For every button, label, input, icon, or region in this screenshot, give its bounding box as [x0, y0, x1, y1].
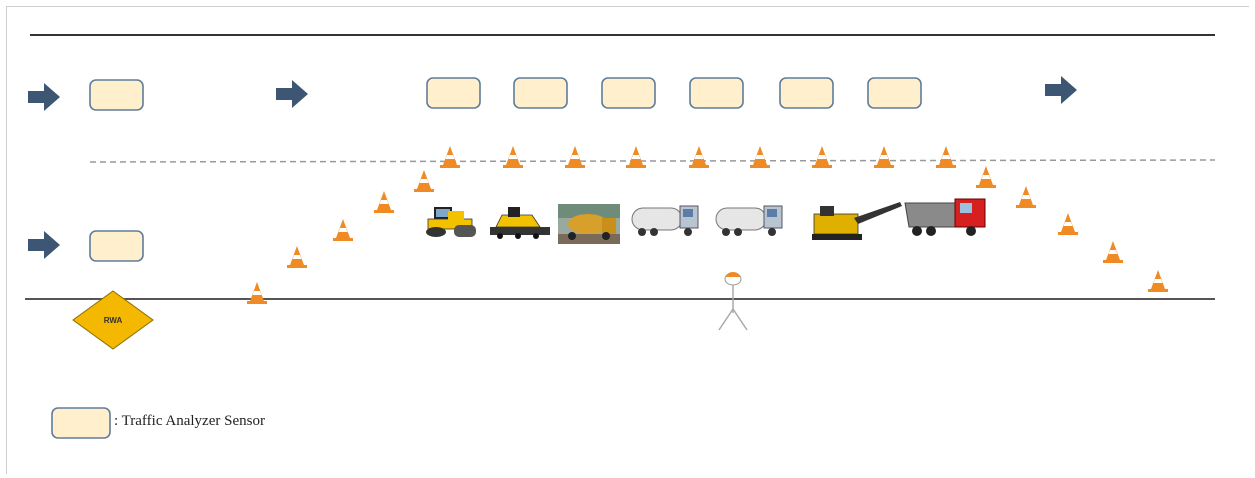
traffic-sensor	[89, 230, 144, 262]
asphalt-paver-icon	[490, 207, 550, 239]
tanker-truck-icon	[715, 205, 783, 236]
traffic-cone-icon	[1058, 213, 1078, 235]
direction-arrow-icon	[1045, 76, 1077, 104]
traffic-cone-icon	[1103, 241, 1123, 263]
traffic-cone-icon	[689, 146, 709, 168]
traffic-sensor	[513, 77, 568, 109]
legend-sensor-swatch	[51, 407, 111, 439]
road-roller-icon	[426, 207, 476, 237]
water-truck-icon	[558, 204, 620, 244]
dump-truck-icon	[904, 198, 986, 236]
lane-divider	[89, 159, 1216, 163]
traffic-cone-icon	[287, 246, 307, 268]
traffic-cone-icon	[565, 146, 585, 168]
traffic-cone-icon	[414, 170, 434, 192]
direction-arrow-icon	[276, 80, 308, 108]
direction-arrow-icon	[28, 83, 60, 111]
traffic-cone-icon	[247, 282, 267, 304]
traffic-cone-icon	[750, 146, 770, 168]
traffic-sensor	[601, 77, 656, 109]
diagram-frame	[6, 6, 1249, 474]
traffic-cone-icon	[976, 166, 996, 188]
traffic-sensor	[89, 79, 144, 111]
traffic-cone-icon	[374, 191, 394, 213]
tanker-truck-icon	[631, 205, 699, 236]
traffic-cone-icon	[874, 146, 894, 168]
traffic-cone-icon	[333, 219, 353, 241]
traffic-sensor	[426, 77, 481, 109]
traffic-cone-icon	[1148, 270, 1168, 292]
traffic-cone-icon	[936, 146, 956, 168]
traffic-sensor	[867, 77, 922, 109]
rwa-warning-sign-icon: RWA	[72, 290, 154, 350]
traffic-cone-icon	[1016, 186, 1036, 208]
traffic-cone-icon	[503, 146, 523, 168]
traffic-cone-icon	[626, 146, 646, 168]
legend-label: : Traffic Analyzer Sensor	[114, 413, 265, 429]
milling-machine-icon	[812, 202, 902, 240]
roadside-sensor-icon	[718, 272, 748, 331]
direction-arrow-icon	[28, 231, 60, 259]
traffic-sensor	[779, 77, 834, 109]
traffic-cone-icon	[440, 146, 460, 168]
rwa-sign-label: RWA	[104, 316, 123, 325]
traffic-sensor	[689, 77, 744, 109]
traffic-cone-icon	[812, 146, 832, 168]
